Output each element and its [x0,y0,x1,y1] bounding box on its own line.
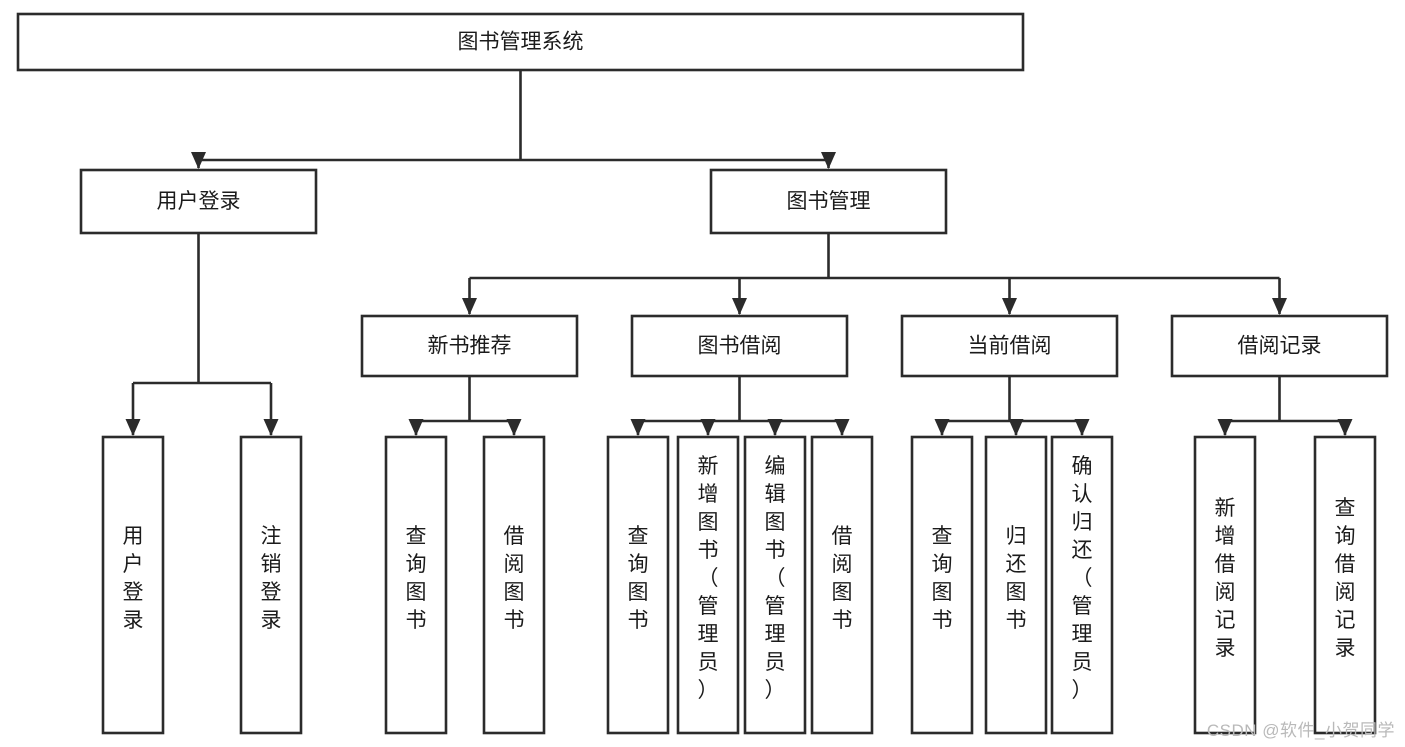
node-label-leaf-query-book-borrow: 查询图书 [628,525,649,632]
node-label-current-borrow: 当前借阅 [968,335,1052,358]
arrow-icon-leaf-edit-book [767,419,783,436]
arrow-icon-leaf-logout [263,419,279,436]
arrow-icon-leaf-query-borrow-record [1337,419,1353,436]
node-box-leaf-add-book [676,435,740,735]
node-box-leaf-query-book-borrow [606,435,670,735]
arrow-icon-leaf-return-book [1008,419,1024,436]
arrow-icon-leaf-query-book-borrow [630,419,646,436]
node-box-leaf-query-book-recommend [384,435,448,735]
node-box-leaf-borrow-book-recommend [482,435,546,735]
node-root[interactable]: 图书管理系统 [16,12,1025,72]
node-leaf-query-book-borrow[interactable]: 查询图书 [606,435,670,735]
node-box-book-manage [709,168,948,235]
node-box-leaf-borrow-book [810,435,874,735]
node-layer: 图书管理系统用户登录图书管理新书推荐图书借阅当前借阅借阅记录用户登录注销登录查询… [16,12,1389,735]
arrow-icon-borrow-record [1272,298,1287,315]
node-box-leaf-user-login [101,435,165,735]
node-box-leaf-edit-book [743,435,807,735]
arrow-icon-leaf-add-borrow-record [1217,419,1233,436]
node-borrow-record[interactable]: 借阅记录 [1170,314,1389,378]
node-label-new-book-recommend: 新书推荐 [428,335,512,358]
node-label-leaf-query-borrow-record: 查询借阅记录 [1335,497,1356,660]
node-label-leaf-return-book: 归还图书 [1006,525,1027,632]
node-current-borrow[interactable]: 当前借阅 [900,314,1119,378]
node-label-root: 图书管理系统 [458,31,584,54]
node-leaf-query-book-recommend[interactable]: 查询图书 [384,435,448,735]
node-box-leaf-query-borrow-record [1313,435,1377,735]
node-label-leaf-borrow-book: 借阅图书 [832,525,853,632]
node-leaf-user-login[interactable]: 用户登录 [101,435,165,735]
node-leaf-borrow-book[interactable]: 借阅图书 [810,435,874,735]
node-label-leaf-edit-book: 编辑图书（管理员） [765,455,786,702]
arrow-icon-current-borrow [1002,298,1017,315]
node-book-manage[interactable]: 图书管理 [709,168,948,235]
arrow-icon-leaf-borrow-book-recommend [506,419,522,436]
arrow-icon-leaf-query-book-recommend [408,419,424,436]
node-new-book-recommend[interactable]: 新书推荐 [360,314,579,378]
node-box-new-book-recommend [360,314,579,378]
node-box-root [16,12,1025,72]
node-leaf-add-borrow-record[interactable]: 新增借阅记录 [1193,435,1257,735]
node-label-leaf-query-book-current: 查询图书 [932,525,953,632]
node-leaf-add-book[interactable]: 新增图书（管理员） [676,435,740,735]
node-box-borrow-record [1170,314,1389,378]
node-label-leaf-add-borrow-record: 新增借阅记录 [1215,497,1236,660]
node-leaf-return-book[interactable]: 归还图书 [984,435,1048,735]
node-label-leaf-query-book-recommend: 查询图书 [406,525,427,632]
node-user-login[interactable]: 用户登录 [79,168,318,235]
node-label-borrow-record: 借阅记录 [1238,335,1322,358]
node-leaf-logout[interactable]: 注销登录 [239,435,303,735]
node-label-leaf-logout: 注销登录 [261,525,282,632]
arrow-icon-new-book-recommend [462,298,477,315]
watermark-text: CSDN @软件_小贺同学 [1206,721,1395,740]
arrow-icon-book-manage [821,152,836,169]
node-box-leaf-logout [239,435,303,735]
node-leaf-borrow-book-recommend[interactable]: 借阅图书 [482,435,546,735]
node-label-leaf-borrow-book-recommend: 借阅图书 [504,525,525,632]
arrow-icon-user-login [191,152,206,169]
connector-layer [125,70,1353,436]
arrow-icon-leaf-confirm-return [1074,419,1090,436]
node-box-leaf-confirm-return [1050,435,1114,735]
node-box-user-login [79,168,318,235]
node-box-book-borrow [630,314,849,378]
node-leaf-query-borrow-record[interactable]: 查询借阅记录 [1313,435,1377,735]
node-label-leaf-add-book: 新增图书（管理员） [698,455,719,702]
node-label-leaf-user-login: 用户登录 [123,525,144,632]
node-label-user-login: 用户登录 [157,190,241,213]
node-leaf-edit-book[interactable]: 编辑图书（管理员） [743,435,807,735]
node-leaf-confirm-return[interactable]: 确认归还（管理员） [1050,435,1114,735]
arrow-icon-leaf-borrow-book [834,419,850,436]
node-box-leaf-return-book [984,435,1048,735]
node-label-book-borrow: 图书借阅 [698,335,782,358]
arrow-icon-book-borrow [732,298,747,315]
node-box-leaf-add-borrow-record [1193,435,1257,735]
arrow-icon-leaf-user-login [125,419,141,436]
arrow-icon-leaf-add-book [700,419,716,436]
node-box-current-borrow [900,314,1119,378]
node-book-borrow[interactable]: 图书借阅 [630,314,849,378]
node-label-book-manage: 图书管理 [787,190,871,213]
node-leaf-query-book-current[interactable]: 查询图书 [910,435,974,735]
node-label-leaf-confirm-return: 确认归还（管理员） [1072,455,1093,702]
arrow-icon-leaf-query-book-current [934,419,950,436]
node-box-leaf-query-book-current [910,435,974,735]
